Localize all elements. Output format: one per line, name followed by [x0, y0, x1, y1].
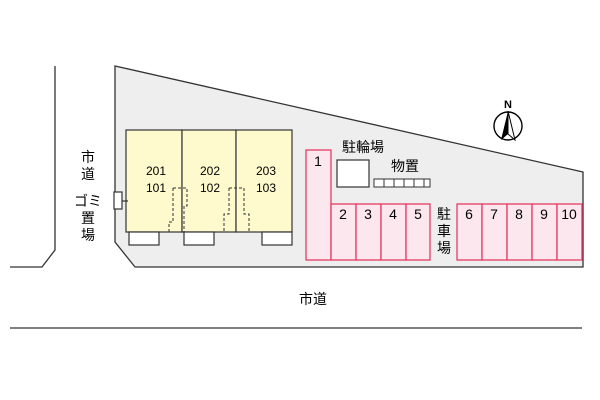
garbage-station-label: ゴミ置場 — [74, 193, 102, 243]
parking-space-number: 7 — [490, 206, 498, 222]
bicycle-parking — [336, 159, 370, 188]
parking-space-number: 1 — [314, 153, 322, 169]
parking-space — [481, 203, 508, 261]
unit-step — [128, 231, 160, 246]
unit-step — [183, 231, 215, 246]
parking-label: 駐車場 — [437, 206, 451, 256]
parking-group-left: 1 2 3 4 5 — [305, 149, 431, 261]
unit-number-lower: 101 — [146, 181, 166, 195]
storage-sheds — [373, 178, 431, 188]
parking-space-number: 10 — [561, 206, 577, 222]
parking-space — [405, 203, 431, 261]
parking-space — [380, 203, 407, 261]
unit-number-upper: 201 — [146, 164, 166, 178]
parking-space — [556, 203, 583, 261]
unit-step — [261, 231, 293, 246]
parking-space — [330, 203, 357, 261]
parking-space-number: 8 — [515, 206, 523, 222]
parking-space-number: 2 — [339, 206, 347, 222]
storage-shed — [373, 178, 385, 188]
unit-number-upper: 202 — [200, 164, 220, 178]
garbage-station-icon — [113, 191, 123, 210]
building-unit — [235, 129, 293, 233]
storage-shed — [413, 178, 425, 188]
north-arrow-icon: N — [493, 99, 523, 142]
south-road-label: 市道 — [299, 291, 327, 307]
bicycle-parking-label: 駐輪場 — [342, 139, 384, 155]
stair-outline — [168, 187, 188, 232]
compass-north-label: N — [504, 99, 512, 111]
storage-shed — [423, 178, 431, 188]
apartment-buildings: 201 101 202 102 203 103 — [125, 129, 293, 246]
parking-space-number: 3 — [364, 206, 372, 222]
parking-space — [305, 149, 332, 261]
unit-number-lower: 102 — [200, 181, 220, 195]
west-road-edge — [10, 66, 56, 268]
storage-shed — [383, 178, 395, 188]
unit-number-lower: 103 — [256, 181, 276, 195]
parking-space-number: 5 — [414, 206, 422, 222]
storage-shed — [393, 178, 405, 188]
stair-outline — [223, 187, 250, 232]
parking-space-number: 9 — [540, 206, 548, 222]
storage-label: 物置 — [391, 158, 419, 174]
storage-shed — [403, 178, 415, 188]
parking-space — [456, 203, 483, 261]
parking-space-number: 4 — [389, 206, 397, 222]
west-road-label: 市道 — [81, 149, 95, 182]
unit-number-upper: 203 — [256, 164, 276, 178]
parking-group-right: 6 7 8 9 10 — [456, 203, 583, 261]
parking-space-number: 6 — [465, 206, 473, 222]
parking-space — [506, 203, 533, 261]
